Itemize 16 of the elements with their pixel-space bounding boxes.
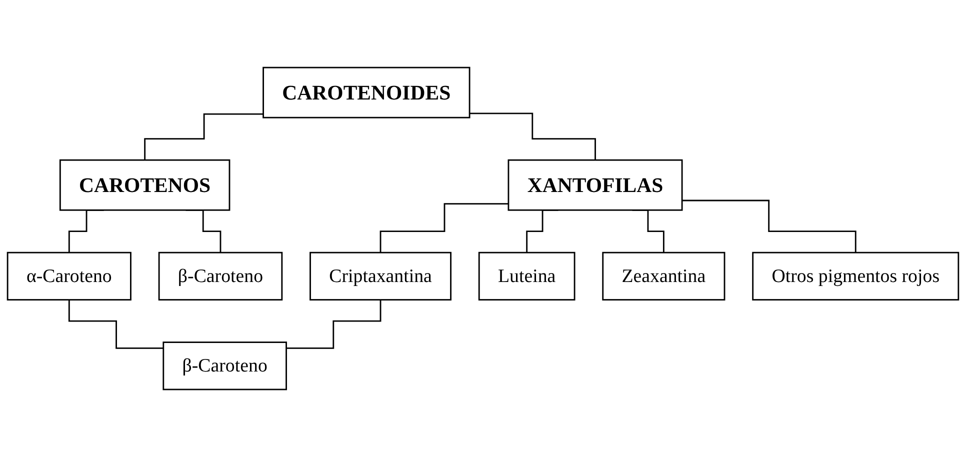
connector [68,300,164,350]
connector [380,204,508,254]
node-box: β-Caroteno [162,342,287,391]
node-box: Luteina [478,252,576,301]
connector [286,300,382,350]
node-box: Zeaxantina [602,252,726,301]
node-box: Criptaxantina [310,252,452,301]
node-box: CAROTENOS [59,160,230,212]
node-box: β-Caroteno [158,252,283,301]
node-box: Otros pigmentos rojos [752,252,960,301]
connector [470,113,596,162]
node-box: CAROTENOIDES [262,67,470,119]
node-box: XANTOFILAS [508,160,683,212]
connector [682,200,856,254]
connector [144,114,264,162]
node-box: α-Caroteno [6,252,132,301]
